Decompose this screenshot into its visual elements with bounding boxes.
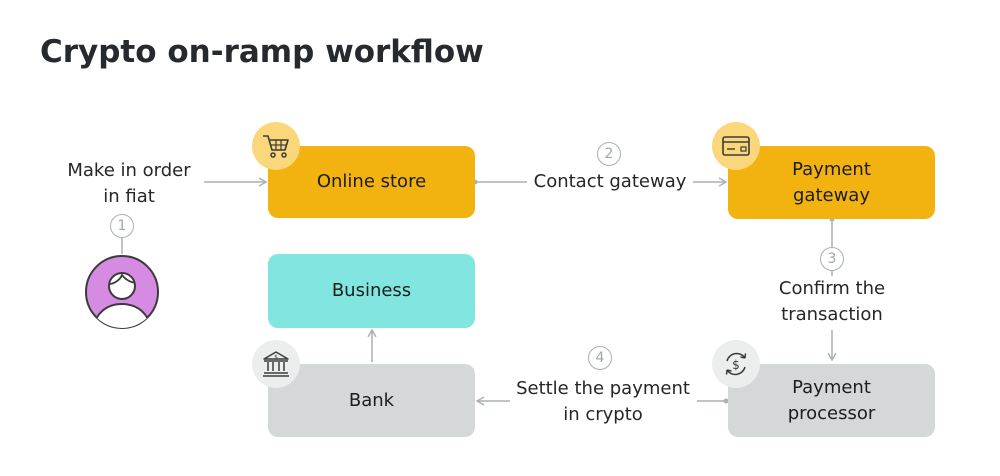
- bank-icon: $: [252, 340, 300, 388]
- step1-number: 1: [110, 214, 134, 238]
- step2-label: Contact gateway: [533, 171, 687, 192]
- step3-label: Confirm the transaction: [778, 278, 886, 325]
- step4-number: 4: [588, 346, 612, 370]
- bank-label: Bank: [348, 389, 395, 411]
- svg-text:$: $: [732, 358, 740, 372]
- step2-number: 2: [597, 142, 621, 166]
- currency-exchange-icon: $: [712, 340, 760, 388]
- business-node: Business: [268, 254, 475, 328]
- business-label: Business: [331, 280, 412, 301]
- user-avatar-icon: [84, 254, 160, 330]
- credit-card-icon: [712, 122, 760, 170]
- online-store-label: Online store: [316, 171, 427, 192]
- payment-gateway-label: Payment gateway: [792, 158, 871, 206]
- bank-node: Bank: [268, 364, 475, 437]
- online-store-node: Online store: [268, 146, 475, 218]
- shopping-cart-icon: [252, 122, 300, 170]
- step1-label: Make in order in fiat: [67, 160, 191, 207]
- payment-processor-node: Payment processor: [728, 364, 935, 437]
- page-title: Crypto on-ramp workflow: [40, 34, 484, 70]
- payment-gateway-node: Payment gateway: [728, 146, 935, 219]
- svg-text:$: $: [274, 354, 278, 361]
- step3-number: 3: [820, 247, 844, 271]
- step4-label: Settle the payment in crypto: [516, 378, 690, 425]
- payment-processor-label: Payment processor: [787, 376, 876, 424]
